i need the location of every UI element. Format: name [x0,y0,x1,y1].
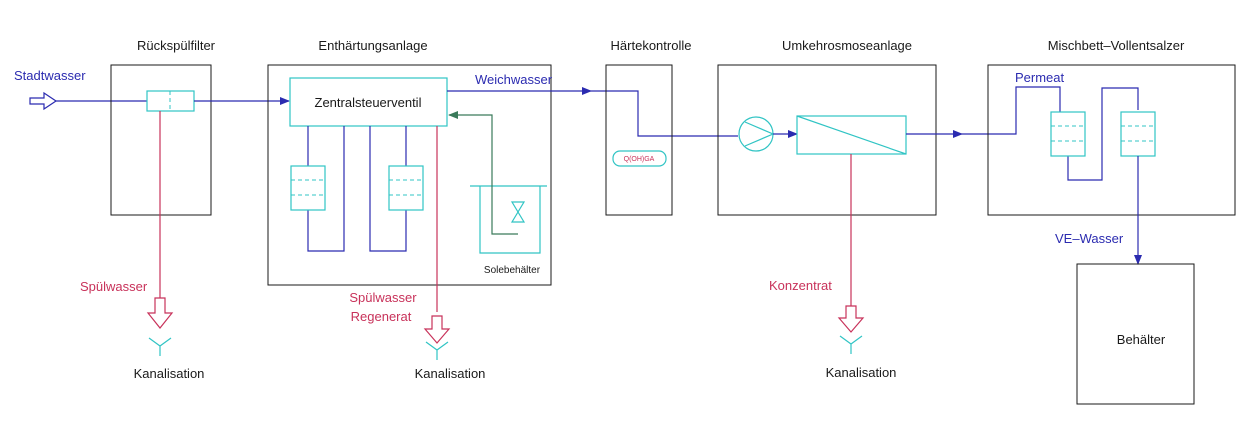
drain-funnel-icon [148,337,172,356]
inlet-arrow-icon [29,91,58,111]
haerte-indicator [612,150,667,167]
softener-column-2 [388,165,424,211]
solebehaelter-label: Solebehälter [484,265,541,276]
flow-label-ve-wasser: VE–Wasser [1055,231,1124,246]
drain-funnel-icon [839,335,863,354]
drain-label-kanalisation: Kanalisation [415,366,486,381]
behaelter-label: Behälter [1117,332,1166,347]
flow-label-stadtwasser: Stadtwasser [14,68,86,83]
mixbed-piping [1067,87,1139,181]
umkehrosmoseanlage-box [717,64,937,216]
drain-arrow-icon [423,315,451,344]
pump-icon [738,116,774,152]
brine-line [448,111,518,235]
flow-label-weichwasser: Weichwasser [475,72,553,87]
unit-title-rueckspuelfilter: Rückspülfilter [137,38,216,53]
unit-title-enthaertungsanlage: Enthärtungsanlage [318,38,427,53]
mixbed-column-1 [1050,111,1086,157]
permeat-line-2 [962,86,1061,135]
flow-label-spuelwasser: Spülwasser [80,279,148,294]
zentralsteuerventil-label: Zentralsteuerventil [315,95,422,110]
enthaertungsanlage-box [267,64,552,286]
brine-valve-icon [510,201,526,223]
haerte-indicator-label: Q(OH)GA [624,156,655,163]
drain-label-kanalisation: Kanalisation [134,366,205,381]
ro-membrane [796,115,907,155]
flow-label-konzentrat: Konzentrat [769,278,832,293]
unit-title-haertekontrolle: Härtekontrolle [611,38,692,53]
solebehaelter-tank [470,185,547,254]
flow-label-permeat: Permeat [1015,70,1065,85]
drain-arrow-icon [837,305,865,333]
drain-funnel-icon [425,341,449,360]
behaelter-box [1076,263,1195,405]
unit-title-mischbett: Mischbett–Vollentsalzer [1048,38,1185,53]
weichwasser-line-2 [591,90,738,137]
zentralsteuerventil-box [289,77,448,127]
unit-title-umkehrosmoseanlage: Umkehrosmoseanlage [782,38,912,53]
haertekontrolle-box [605,64,673,216]
mixbed-column-2 [1120,111,1156,157]
flow-label-spuelwasser-regenerat-2: Regenerat [351,309,412,324]
softener-column-1 [290,165,326,211]
flow-label-spuelwasser-regenerat-1: Spülwasser [349,290,417,305]
mischbett-box [987,64,1236,216]
drain-label-kanalisation: Kanalisation [826,365,897,380]
rueckspuelfilter-box [110,64,212,216]
drain-arrow-icon [146,297,174,329]
